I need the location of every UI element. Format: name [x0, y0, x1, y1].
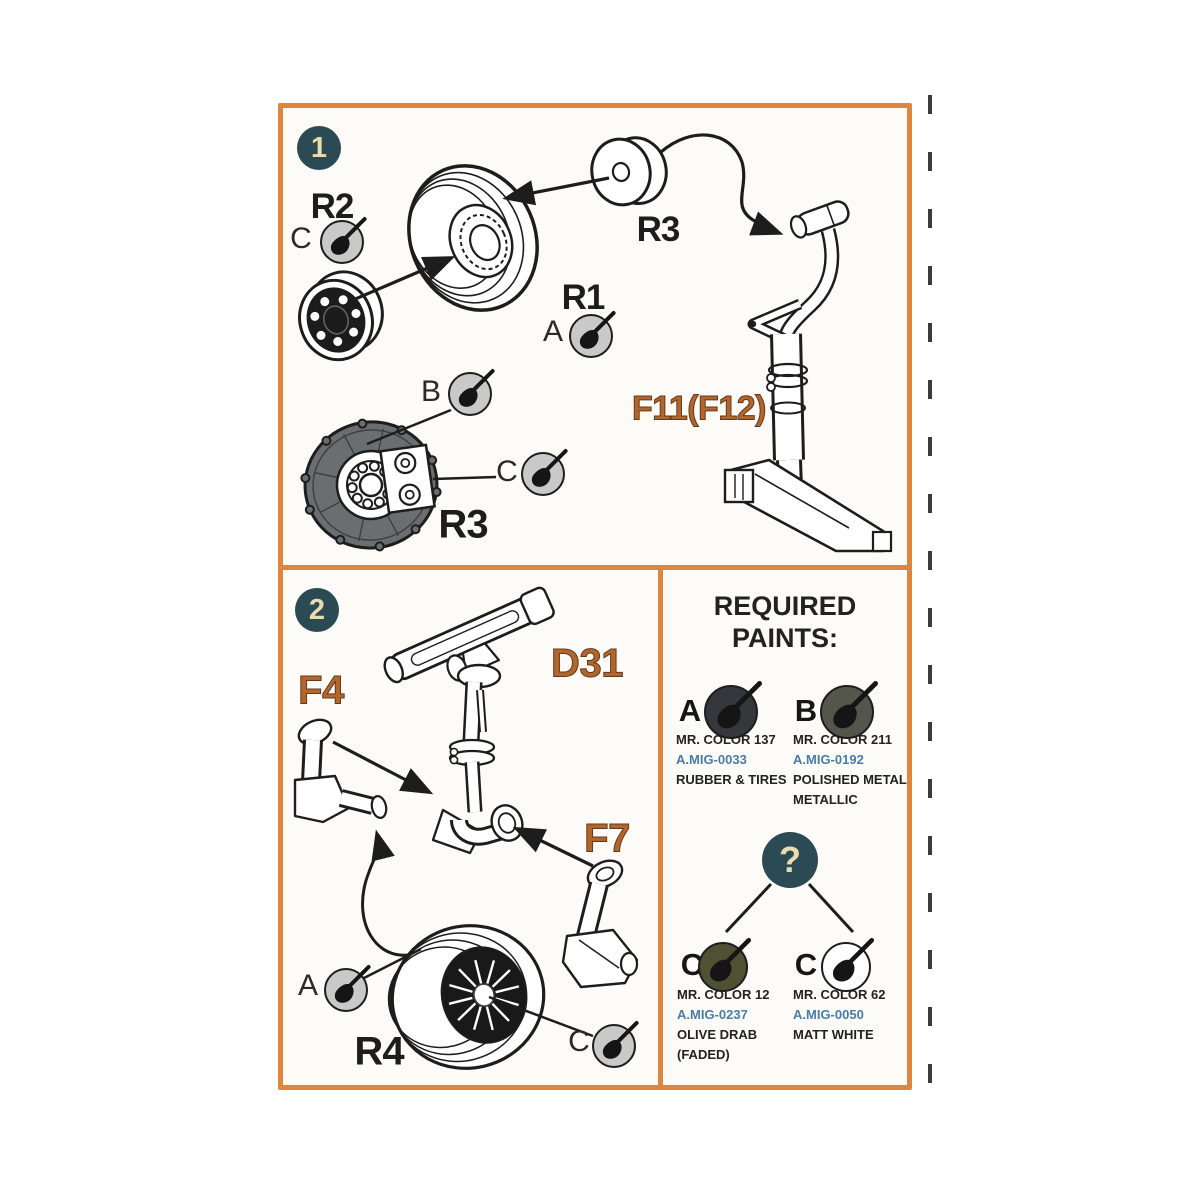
paint-swatch-c-hub	[320, 217, 367, 264]
paint-brush-icon	[833, 681, 878, 729]
hub-bearing-drawing	[298, 270, 384, 362]
paint-entry-c1-text: MR. COLOR 12 A.MIG-0237 OLIVE DRAB (FADE…	[677, 985, 795, 1065]
paint-b-mr-color: MR. COLOR 211	[793, 732, 892, 747]
wheel-to-tire-arrow	[502, 176, 610, 206]
paint-b-name: POLISHED METAL METALLIC	[793, 772, 907, 807]
step-1-illustration	[298, 133, 893, 553]
paint-brush-icon	[603, 1021, 639, 1060]
paint-c1-name: OLIVE DRAB (FADED)	[677, 1027, 758, 1062]
paint-callout-letter-c: C	[568, 1025, 590, 1058]
paint-brush-icon	[532, 449, 568, 488]
paint-callout-letter-b: B	[420, 375, 442, 408]
paint-callout-letter-a: A	[297, 969, 319, 1002]
paint-letter-c2: C	[794, 947, 818, 982]
c-callout-line	[488, 995, 594, 1038]
paint-b-amig-code: A.MIG-0192	[793, 752, 864, 767]
paint-c1-mr-color: MR. COLOR 12	[677, 987, 770, 1002]
r4-wheel-drawing	[387, 924, 546, 1070]
f7-part-drawing	[561, 859, 639, 989]
paint-letter-b: B	[794, 693, 818, 728]
brake-disc-drawing	[300, 418, 442, 552]
part-label-f4: F4	[298, 668, 345, 713]
required-paints-title-line1: REQUIRED	[713, 591, 857, 621]
required-paints-title-line2: PAINTS:	[732, 623, 838, 653]
paint-brush-icon	[833, 938, 875, 982]
paint-callout-letter-c2: C	[496, 455, 518, 488]
part-label-r2: R2	[310, 187, 355, 226]
step-number-badge: 2	[295, 588, 339, 632]
paint-brush-icon	[335, 965, 371, 1004]
paint-swatch-a-axle	[569, 311, 616, 358]
paint-swatch-c2	[821, 938, 875, 992]
paint-swatch-b	[820, 681, 878, 739]
strut-drawing	[723, 200, 893, 553]
paint-entry-a-text: MR. COLOR 137 A.MIG-0033 RUBBER & TIRES	[676, 730, 794, 790]
required-paints-panel: REQUIRED PAINTS: A MR. COLOR 137 A.MIG-0…	[658, 565, 912, 1090]
paint-brush-icon	[717, 681, 762, 729]
paint-swatch-b-disc	[448, 369, 495, 416]
b-callout-line	[366, 408, 452, 446]
a-callout-line	[363, 947, 422, 980]
drum-wheel-drawing	[590, 136, 668, 207]
paint-swatch-c-hub	[592, 1021, 639, 1068]
part-label-d31: D31	[551, 641, 624, 686]
paint-swatch-a	[704, 681, 762, 739]
paint-brush-icon	[459, 369, 495, 408]
paint-callout-letter-a: A	[542, 315, 564, 348]
hub-to-tire-arrow	[352, 256, 456, 302]
part-label-r4: R4	[354, 1029, 404, 1074]
wheel-to-f4-curve	[361, 829, 422, 957]
paint-entry-c2-text: MR. COLOR 62 A.MIG-0050 MATT WHITE	[793, 985, 907, 1045]
paint-a-mr-color: MR. COLOR 137	[676, 732, 776, 747]
paint-entry-b-text: MR. COLOR 211 A.MIG-0192 POLISHED METAL …	[793, 730, 907, 810]
paint-letter-c1: C	[680, 947, 704, 982]
paint-swatch-c1	[698, 938, 752, 992]
part-label-f11: F11(F12)	[632, 389, 767, 428]
part-label-r3-disc: R3	[438, 502, 488, 547]
torque-link-drawing	[383, 586, 555, 684]
paint-c2-amig-code: A.MIG-0050	[793, 1007, 864, 1022]
part-label-r1: R1	[561, 278, 606, 317]
paint-c2-name: MATT WHITE	[793, 1027, 874, 1042]
step-1-panel: 1 R2 C R3 R1 A B C R3 F11(F12)	[278, 103, 912, 570]
c-callout-line	[432, 475, 497, 481]
paint-swatch-a-tire	[324, 965, 371, 1012]
paint-swatch-c-disc	[521, 449, 568, 496]
f4-part-drawing	[293, 718, 388, 824]
paint-letter-a: A	[678, 693, 702, 728]
main-tire-drawing	[407, 164, 539, 312]
step-number-badge: 1	[297, 126, 341, 170]
f7-arrow	[512, 826, 594, 868]
f4-arrow	[332, 740, 434, 795]
paint-brush-icon	[331, 217, 367, 256]
cut-line	[928, 95, 932, 1111]
paint-c1-amig-code: A.MIG-0237	[677, 1007, 748, 1022]
paint-callout-letter-c: C	[290, 222, 312, 255]
paint-brush-icon	[710, 938, 752, 982]
wheel-to-strut-curve	[659, 133, 784, 236]
step-2-illustration	[293, 586, 639, 1070]
paint-a-amig-code: A.MIG-0033	[676, 752, 747, 767]
step-2-panel: 2 D31 F4 F7 A R4 C	[278, 565, 663, 1090]
part-label-r3-wheel: R3	[636, 210, 681, 249]
paint-brush-icon	[580, 311, 616, 350]
part-label-f7: F7	[584, 816, 631, 861]
question-mark-badge: ?	[762, 832, 818, 888]
paint-a-name: RUBBER & TIRES	[676, 772, 787, 787]
required-paints-title: REQUIRED PAINTS:	[663, 590, 907, 654]
paint-c2-mr-color: MR. COLOR 62	[793, 987, 886, 1002]
